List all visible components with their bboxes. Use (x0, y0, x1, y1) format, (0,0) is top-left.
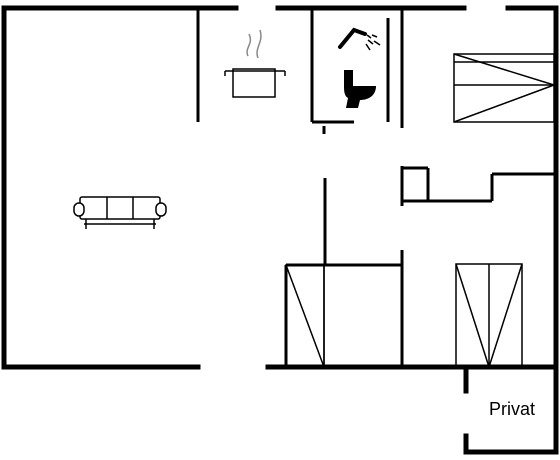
interior-walls (196, 8, 556, 367)
outer-walls (1, 5, 559, 455)
private-room-label: Privat (488, 399, 535, 419)
wardrobe-icon-left (285, 264, 325, 368)
bed-icon (453, 53, 555, 123)
toilet-icon (344, 70, 376, 108)
sofa-icon (73, 196, 167, 229)
cooking-pot-icon (224, 29, 286, 98)
wardrobe-icon-right (455, 263, 523, 368)
shower-icon (338, 27, 381, 51)
